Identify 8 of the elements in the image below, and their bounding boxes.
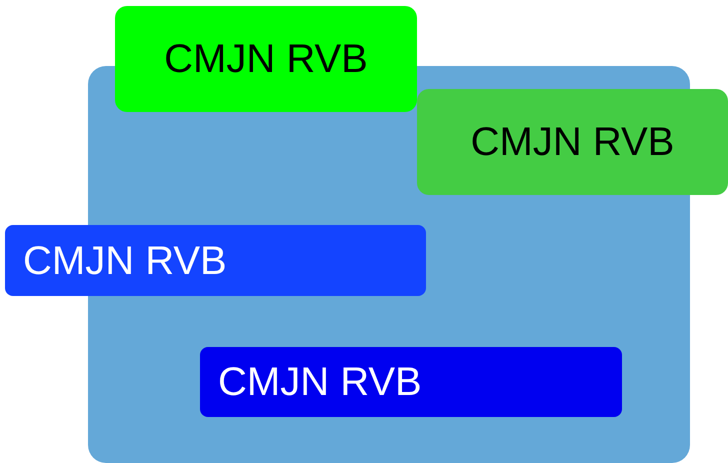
- box-label: CMJN RVB: [470, 122, 674, 162]
- rounded-box: [115, 6, 417, 112]
- rounded-box: [5, 225, 426, 296]
- rounded-box: [417, 89, 728, 195]
- rounded-box: [200, 347, 622, 417]
- box-label: CMJN RVB: [218, 362, 422, 402]
- box-label: CMJN RVB: [164, 39, 368, 79]
- box-label: CMJN RVB: [23, 240, 227, 280]
